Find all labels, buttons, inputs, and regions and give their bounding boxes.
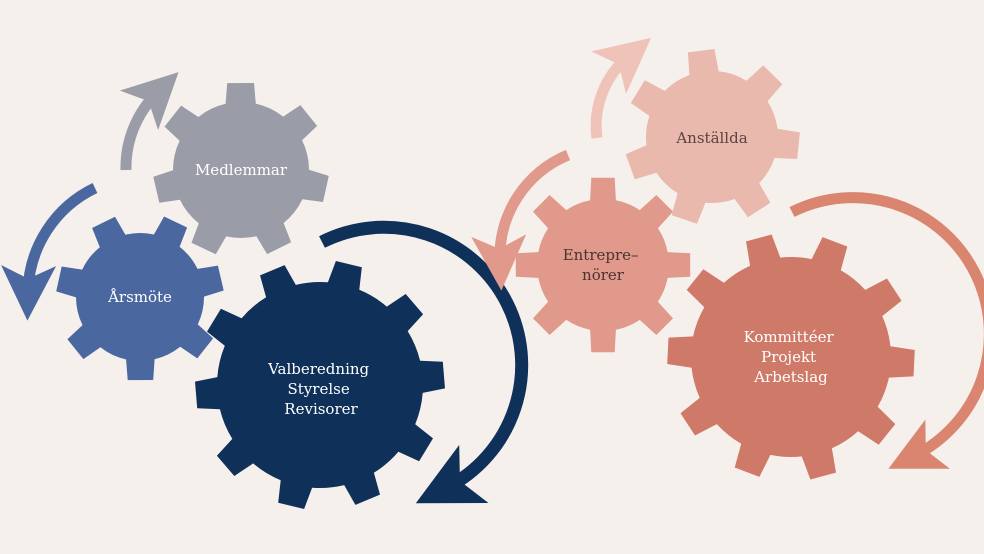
gear-kommitteer: Kommittéer Projekt Arbetslag: [667, 234, 915, 480]
gear-arsmote-label: Årsmöte: [107, 288, 172, 306]
right-arrows: [471, 37, 984, 469]
gear-anstallda-label: Anställda: [675, 129, 747, 147]
gear-arsmote: Årsmöte: [56, 216, 224, 381]
arrow-kommitteer: [789, 192, 984, 469]
gear-kommitteer-label: Kommittéer Projekt Arbetslag: [744, 328, 839, 386]
gear-valberedning: Valberedning Styrelse Revisorer: [195, 261, 445, 509]
gear-medlemmar: Medlemmar: [153, 83, 329, 255]
gear-kommitteer-shape: [667, 234, 915, 480]
gear-entreprenorer: Entrepre– nörer: [515, 177, 691, 353]
gear-entreprenorer-shape: [515, 177, 691, 353]
arrow-medlemmar: [119, 72, 179, 171]
gear-anstallda-shape: [625, 49, 800, 224]
gear-valberedning-shape: [195, 261, 445, 509]
arrow-arsmote: [1, 183, 98, 321]
gear-anstallda: Anställda: [625, 49, 800, 224]
arrow-anstallda: [590, 37, 652, 139]
arrow-entreprenorer: [471, 149, 571, 291]
gear-medlemmar-label: Medlemmar: [195, 161, 288, 179]
gear-valberedning-label: Valberedning Styrelse Revisorer: [267, 360, 374, 418]
arrow-valberedning: [319, 220, 529, 504]
gear-arsmote-shape: [56, 216, 224, 381]
gear-entreprenorer-label: Entrepre– nörer: [563, 246, 644, 284]
gear-medlemmar-shape: [153, 83, 329, 255]
left-arrows: [1, 72, 529, 504]
